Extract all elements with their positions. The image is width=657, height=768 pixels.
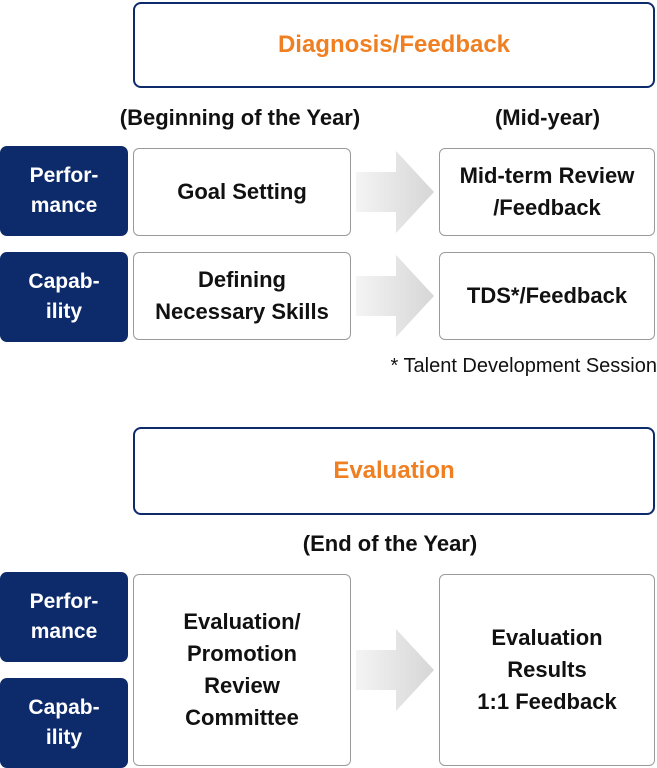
mid-term-review-box: Mid-term Review /Feedback (439, 148, 655, 236)
arrow-right-icon (356, 629, 434, 711)
arrow-right-icon (356, 255, 434, 337)
period-beginning-of-year: (Beginning of the Year) (119, 105, 361, 130)
evaluation-title: Evaluation (133, 427, 655, 515)
goal-setting-box: Goal Setting (133, 148, 351, 236)
performance-label: Perfor- mance (0, 146, 128, 236)
evaluation-performance-label: Perfor- mance (0, 572, 128, 662)
capability-label: Capab- ility (0, 252, 128, 342)
defining-skills-box: Defining Necessary Skills (133, 252, 351, 340)
evaluation-committee-box: Evaluation/ Promotion Review Committee (133, 574, 351, 766)
period-mid-year: (Mid-year) (494, 105, 601, 130)
diagnosis-feedback-title-text: Diagnosis/Feedback (277, 31, 511, 58)
tds-feedback-box: TDS*/Feedback (439, 252, 655, 340)
evaluation-results-box: Evaluation Results 1:1 Feedback (439, 574, 655, 766)
arrow-right-icon (356, 151, 434, 233)
diagnosis-feedback-title: Diagnosis/Feedback (133, 2, 655, 88)
period-end-of-year: (End of the Year) (302, 531, 478, 556)
evaluation-capability-label: Capab- ility (0, 678, 128, 768)
evaluation-title-text: Evaluation (333, 457, 455, 484)
footnote: * Talent Development Session (390, 355, 657, 377)
